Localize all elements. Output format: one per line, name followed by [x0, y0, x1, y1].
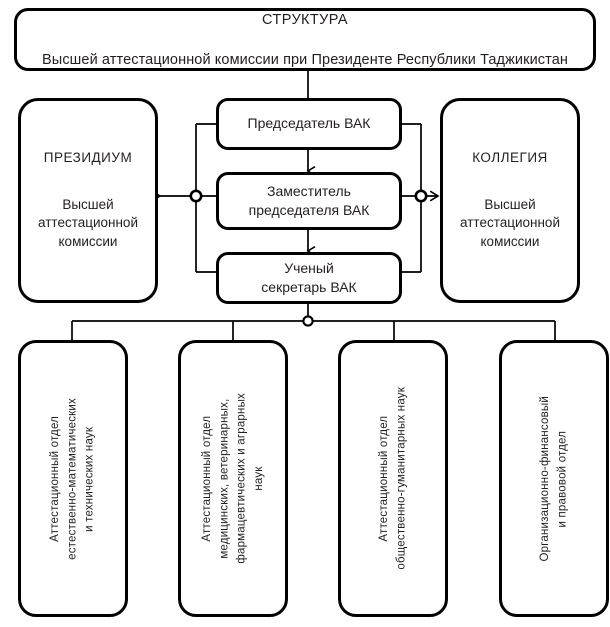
collegium-subheading: Высшей аттестационной комиссии — [460, 196, 560, 249]
node-department-natural-sciences[interactable]: Аттестационный отдел естественно-математ… — [18, 340, 128, 617]
department-label: Аттестационный отдел естественно-математ… — [49, 397, 96, 560]
node-department-medical-sciences[interactable]: Аттестационный отдел медицинских, ветери… — [178, 340, 288, 617]
presidium-heading: ПРЕЗИДИУМ — [43, 150, 133, 166]
node-scientific-secretary[interactable]: Ученый секретарь ВАК — [216, 252, 402, 304]
chairman-label: Председатель ВАК — [247, 115, 371, 132]
page-title: СТРУКТУРА — [262, 11, 348, 28]
diagram-title-box: СТРУКТУРА Высшей аттестационной комиссии… — [14, 8, 596, 71]
deputy-chairman-label: Заместитель председателя ВАК — [248, 182, 370, 218]
junction-left-node — [189, 189, 203, 203]
presidium-subheading: Высшей аттестационной комиссии — [38, 196, 138, 249]
junction-department-bus — [302, 315, 314, 327]
node-deputy-chairman[interactable]: Заместитель председателя ВАК — [216, 172, 402, 230]
page-subtitle: Высшей аттестационной комиссии при Прези… — [42, 51, 568, 68]
department-label: Аттестационный отдел медицинских, ветери… — [200, 393, 265, 564]
node-presidium[interactable]: ПРЕЗИДИУМ Высшей аттестационной комиссии — [18, 98, 158, 303]
node-department-organizational-legal[interactable]: Организационно-финансовый и правовой отд… — [499, 340, 609, 617]
node-collegium[interactable]: КОЛЛЕГИЯ Высшей аттестационной комиссии — [440, 98, 580, 303]
node-chairman[interactable]: Председатель ВАК — [216, 98, 402, 150]
department-label: Аттестационный отдел общественно-гуманит… — [377, 387, 407, 570]
department-label: Организационно-финансовый и правовой отд… — [538, 395, 568, 562]
collegium-heading: КОЛЛЕГИЯ — [472, 150, 548, 166]
junction-right-node — [414, 189, 428, 203]
scientific-secretary-label: Ученый секретарь ВАК — [261, 259, 357, 295]
node-department-humanities[interactable]: Аттестационный отдел общественно-гуманит… — [338, 340, 448, 617]
